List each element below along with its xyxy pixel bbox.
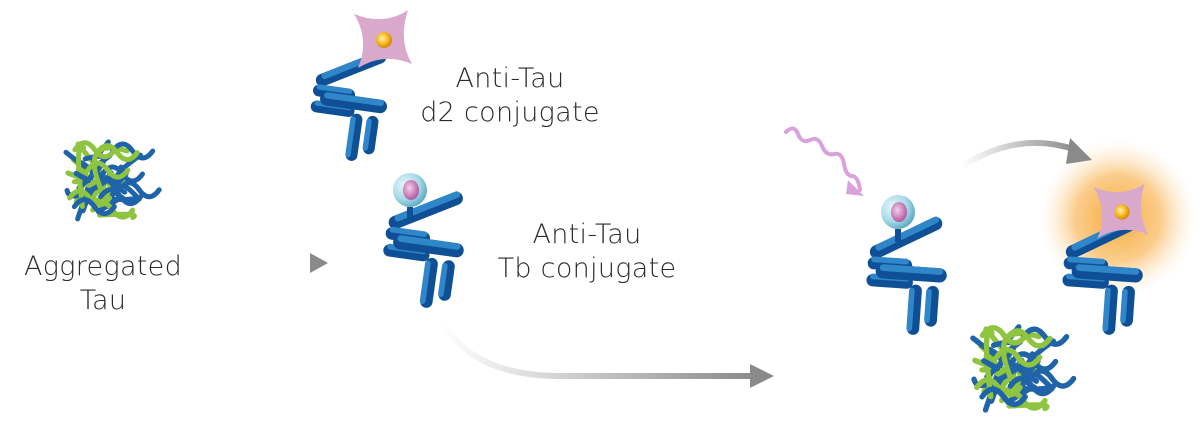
tau-aggregate-bound-icon — [970, 324, 1077, 413]
excitation-wave-icon — [784, 126, 862, 192]
arrow-curve-to-complex — [437, 316, 752, 379]
arrow-head-3 — [1066, 138, 1092, 164]
tb-donor-complex-icon — [881, 195, 915, 242]
d2-acceptor-complex-icon — [1093, 183, 1149, 239]
excitation-arrow-head — [846, 180, 864, 196]
label-tb-line2: Tb conjugate — [497, 253, 677, 284]
label-aggregated-tau: Aggregated Tau — [8, 250, 198, 318]
tb-donor-icon — [393, 173, 427, 220]
label-anti-tau-tb: Anti-Tau Tb conjugate — [482, 218, 692, 286]
label-d2-line1: Anti-Tau — [455, 63, 565, 94]
label-aggregated-line2: Tau — [79, 285, 127, 316]
antibody-d2-icon — [310, 50, 387, 161]
label-d2-line2: d2 conjugate — [420, 97, 600, 128]
arrow-head-2 — [750, 364, 774, 388]
label-anti-tau-d2: Anti-Tau d2 conjugate — [400, 62, 620, 130]
d2-acceptor-icon — [354, 10, 412, 68]
arrow-fret-transfer — [960, 139, 1078, 169]
antibody-tb-complex-icon — [866, 216, 947, 335]
antibody-tb-icon — [383, 191, 464, 308]
label-aggregated-line1: Aggregated — [23, 251, 183, 282]
tau-aggregate-icon — [63, 139, 162, 222]
arrow-head-1 — [310, 253, 328, 273]
label-tb-line1: Anti-Tau — [532, 219, 642, 250]
